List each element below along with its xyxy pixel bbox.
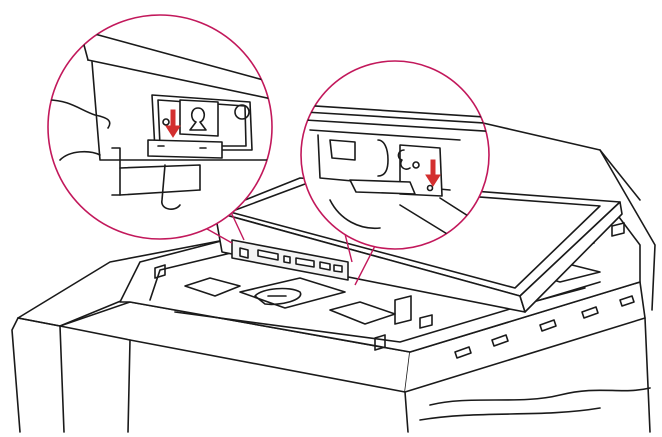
right-arrow-down-icon xyxy=(425,159,441,187)
base-cabinet xyxy=(11,119,656,433)
right-detail-callout xyxy=(300,60,490,250)
left-detail-callout xyxy=(47,14,273,240)
left-arrow-down-icon xyxy=(165,109,181,138)
